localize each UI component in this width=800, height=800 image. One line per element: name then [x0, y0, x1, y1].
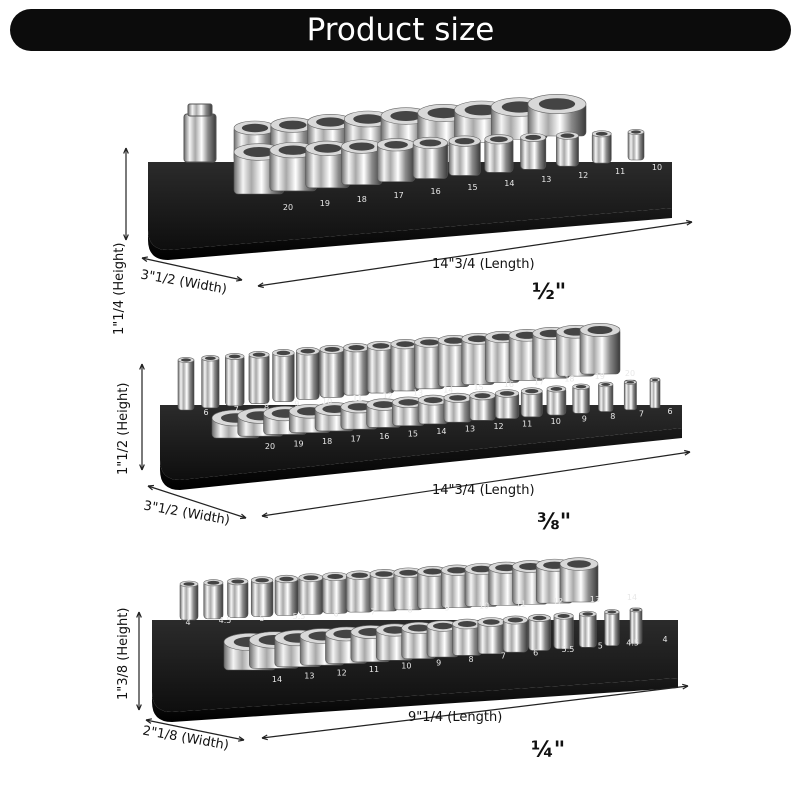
slot-size-label: 15	[467, 183, 477, 192]
drive-size-label: ½"	[532, 280, 567, 305]
slot-size-label: 6	[333, 610, 338, 619]
slot-size-label: 18	[322, 437, 332, 446]
slot-size-label: 10	[652, 163, 662, 172]
length-label: 9"1/4 (Length)	[408, 710, 503, 725]
slot-size-label: 9	[436, 658, 441, 667]
slot-size-label: 7	[501, 652, 506, 661]
slot-size-label: 11	[352, 394, 362, 403]
slot-size-label: 10	[551, 417, 561, 426]
rubber-base	[160, 428, 682, 490]
organizer-illustration: 14 13 12 11 10 9 8 7 6 5.5 5 4.5 4 4 4.5 5 5.5 6 7 8 9 10 11 12…	[136, 557, 689, 742]
drive-size-label: ¼"	[531, 738, 566, 763]
slot-size-label: 7	[639, 410, 644, 419]
height-label: 1"3/8 (Height)	[116, 607, 131, 700]
slot-size-label: 11	[369, 665, 379, 674]
slot-size-label: 19	[595, 372, 605, 381]
slot-size-label: 15	[473, 383, 483, 392]
drive-size-label: ⅜"	[537, 510, 572, 535]
slot-size-label: 9	[444, 603, 449, 612]
slot-size-label: 5	[598, 642, 603, 651]
slot-size-label: 8	[610, 412, 615, 421]
slot-size-label: 7	[370, 608, 375, 617]
slot-size-label: 14	[436, 427, 446, 436]
slot-size-label: 16	[504, 380, 514, 389]
title-banner: Product size	[10, 9, 791, 51]
rubber-base	[148, 208, 672, 260]
slot-size-label: 14	[504, 179, 514, 188]
slot-size-label: 16	[431, 187, 441, 196]
slot-size-label: 12	[337, 668, 347, 677]
slot-size-label: 20	[283, 203, 293, 212]
socket-organizer-three-eighths-inch: 20 19 18 17 16 15 14 13 12 11 10 9 8 7 6 6 7 8 9 10 11 12 13 14…	[0, 320, 800, 550]
slot-size-label: 18	[564, 375, 574, 384]
slot-size-label: 12	[383, 391, 393, 400]
slot-size-label: 6	[533, 648, 538, 657]
slot-size-label: 4.5	[219, 616, 232, 625]
slot-size-label: 4	[185, 618, 190, 627]
slot-size-label: 5.5	[293, 612, 306, 621]
slot-size-label: 8	[264, 402, 269, 411]
slot-size-label: 8	[407, 606, 412, 615]
slot-size-label: 14	[272, 675, 282, 684]
slot-size-label: 7	[234, 405, 239, 414]
length-dimension-line	[261, 685, 689, 739]
slot-size-label: 12	[493, 422, 503, 431]
slot-size-label: 19	[293, 440, 303, 449]
slot-size-label: 17	[534, 377, 544, 386]
width-dimension-line	[147, 485, 247, 519]
slot-size-label: 13	[413, 389, 423, 398]
banner-title: Product size	[306, 12, 495, 48]
slot-size-label: 6	[203, 408, 208, 417]
slot-size-label: 17	[394, 191, 404, 200]
slot-size-label: 8	[468, 655, 473, 664]
slot-size-label: 17	[351, 435, 361, 444]
slot-size-label: 19	[320, 199, 330, 208]
slot-size-label: 5	[259, 614, 264, 623]
slot-size-label: 13	[465, 425, 475, 434]
slot-size-label: 10	[479, 601, 489, 610]
slot-size-label: 12	[553, 597, 563, 606]
slot-size-label: 6	[667, 407, 672, 416]
slot-size-label: 9	[582, 415, 587, 424]
slot-size-label: 10	[401, 662, 411, 671]
slot-size-label: 4	[662, 635, 667, 644]
slot-size-label: 4.5	[626, 638, 639, 647]
slot-size-label: 9	[294, 400, 299, 409]
organizer-illustration: 20 19 18 17 16 15 14 13 12 11 10 9 8 7 6 6 7 8 9 10 11 12 13 14…	[139, 323, 691, 520]
slot-size-label: 14	[627, 593, 637, 602]
organizer-illustration: 20 19 18 17 16 15 14 13 12 11 10	[123, 94, 693, 289]
length-dimension-line	[257, 221, 693, 287]
slot-size-label: 18	[357, 195, 367, 204]
width-dimension-line	[145, 719, 245, 741]
socket-organizer-quarter-inch: 14 13 12 11 10 9 8 7 6 5.5 5 4.5 4 4 4.5 5 5.5 6 7 8 9 10 11 12…	[0, 557, 800, 800]
rubber-base	[152, 678, 678, 722]
slot-size-label: 16	[379, 432, 389, 441]
height-label: 1"1/2 (Height)	[116, 382, 131, 475]
slot-size-label: 11	[615, 167, 625, 176]
length-label: 14"3/4 (Length)	[432, 483, 535, 498]
slot-size-label: 15	[408, 430, 418, 439]
slot-size-label: 10	[322, 397, 332, 406]
slot-size-label: 13	[590, 595, 600, 604]
slot-size-label: 11	[522, 420, 532, 429]
slot-size-label: 5.5	[562, 645, 575, 654]
slot-size-label: 13	[304, 672, 314, 681]
slot-size-label: 12	[578, 171, 588, 180]
slot-size-label: 20	[265, 442, 275, 451]
length-dimension-line	[261, 451, 691, 517]
slot-size-label: 14	[443, 386, 453, 395]
slot-size-label: 11	[516, 599, 526, 608]
width-dimension-line	[141, 257, 243, 281]
slot-size-label: 20	[625, 369, 635, 378]
slot-size-label: 13	[541, 175, 551, 184]
length-label: 14"3/4 (Length)	[432, 257, 535, 272]
